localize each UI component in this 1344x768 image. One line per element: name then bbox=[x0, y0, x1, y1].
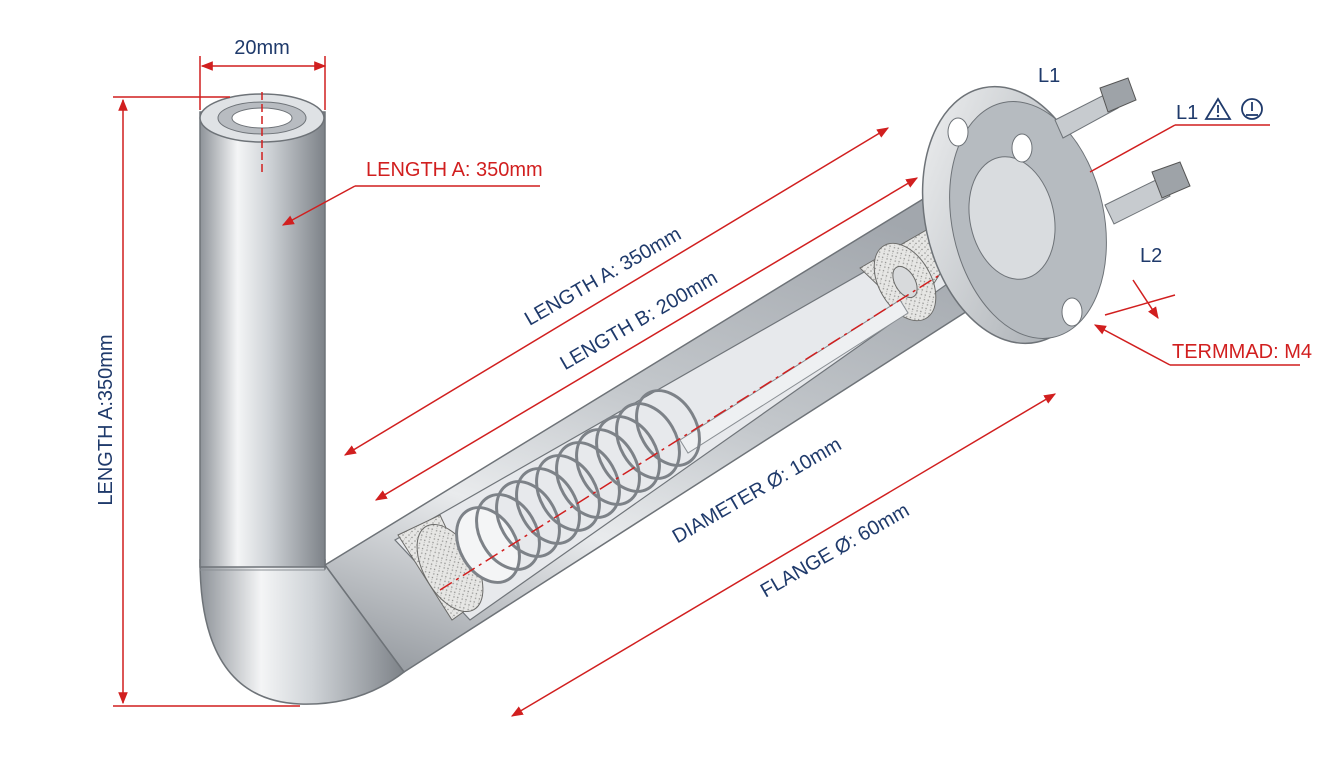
thread-label: TERMMAD: M4 bbox=[1172, 341, 1312, 363]
tube-elbow bbox=[199, 559, 406, 705]
terminal-l1-side-label: L1 bbox=[1176, 102, 1198, 124]
flange-diameter-label: FLANGE Ø: 60mm bbox=[757, 499, 913, 602]
top-width-label: 20mm bbox=[234, 37, 290, 59]
dimension-lines bbox=[113, 56, 1300, 717]
warning-triangle-icon bbox=[1204, 97, 1232, 120]
terminal-l1 bbox=[1054, 77, 1137, 139]
mounting-flange bbox=[921, 85, 1107, 345]
length-a-callout-label: LENGTH A: 350mm bbox=[366, 159, 543, 181]
terminal-l1-top-label: L1 bbox=[1038, 65, 1060, 87]
vertical-tube bbox=[199, 111, 326, 568]
info-circle-icon bbox=[1241, 98, 1263, 120]
terminal-l2-label: L2 bbox=[1140, 245, 1162, 267]
terminal-l2 bbox=[1104, 161, 1191, 225]
length-a-vertical-label: LENGTH A:350mm bbox=[95, 334, 117, 505]
